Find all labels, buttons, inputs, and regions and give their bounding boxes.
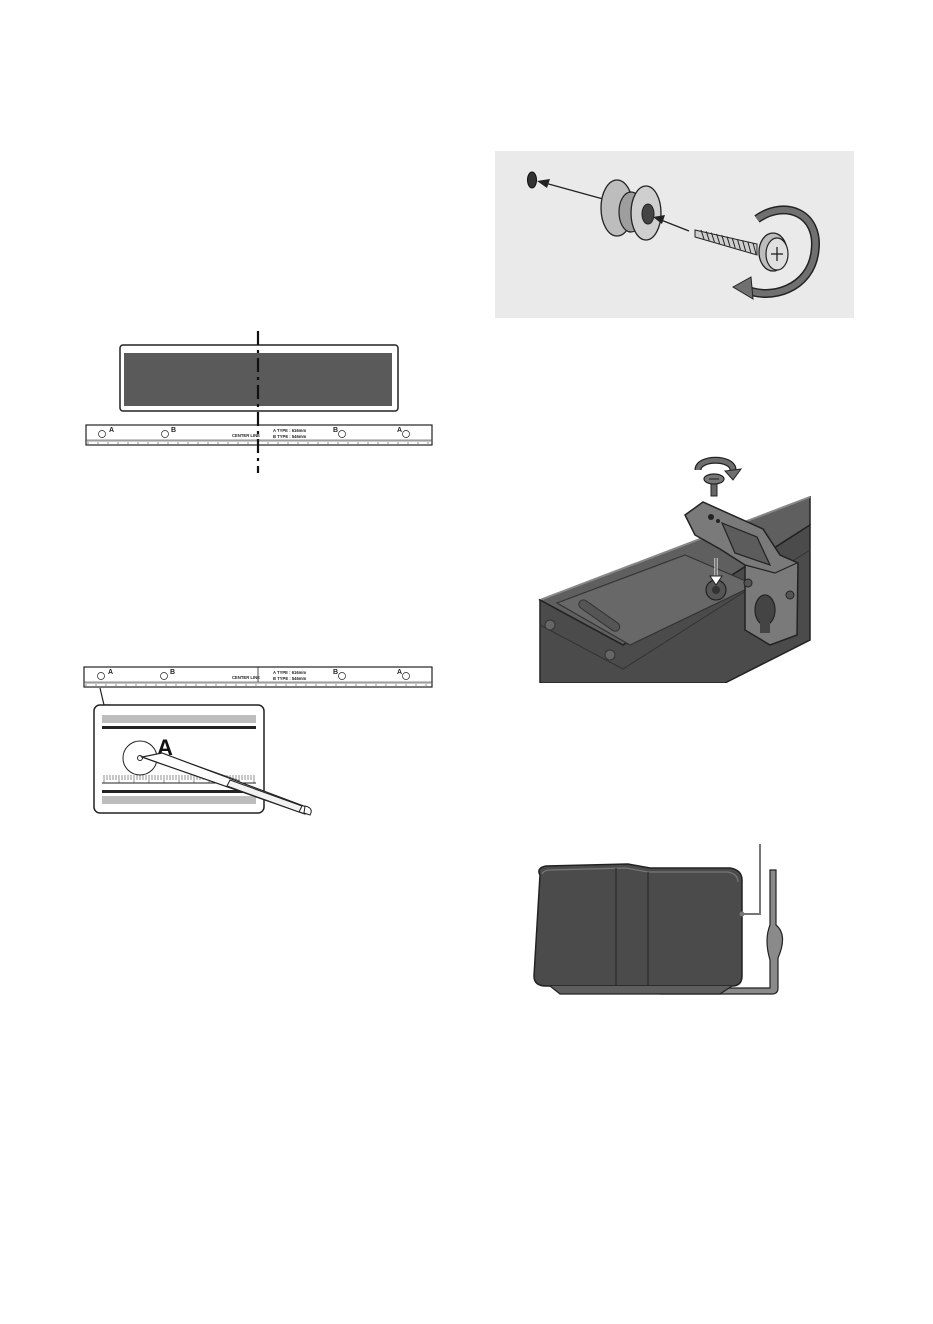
soundbar-side	[534, 864, 742, 994]
guide-mark-b-left: B	[171, 427, 176, 434]
guide2-center-line-label: CENTER LINE	[232, 675, 260, 680]
wall-mount-guide-2: A B CENTER LINE A TYPE : 616mm B TYPE : …	[84, 667, 432, 687]
guide-center-line-label: CENTER LINE	[232, 433, 260, 438]
screw-icon	[704, 474, 724, 496]
wall-hole	[528, 172, 537, 188]
guide2-mark-b-left: B	[170, 669, 175, 676]
fig-side-view-mounted	[520, 840, 800, 1000]
guide2-a-type: A TYPE : 616mm	[273, 670, 306, 675]
guide2-mark-a-left: A	[108, 669, 113, 676]
spacer-icon	[601, 180, 661, 240]
guide-mark-a-right: A	[397, 427, 402, 434]
guide2-mark-b-right: B	[333, 669, 338, 676]
callout-line	[744, 844, 760, 914]
guide-a-type: A TYPE : 616mm	[273, 428, 306, 433]
fig-bracket-attach	[535, 445, 835, 685]
guide-b-type: B TYPE : 546mm	[273, 434, 307, 439]
guide-mark-b-right: B	[333, 427, 338, 434]
screw-icon	[695, 230, 788, 271]
insert-arrow-icon	[537, 179, 603, 199]
zoom-callout: A	[94, 688, 264, 813]
guide-mark-a-left: A	[109, 427, 114, 434]
guide2-b-type: B TYPE : 546mm	[273, 676, 307, 681]
guide2-mark-a-right: A	[397, 669, 402, 676]
fig-center-line-guide: A B CENTER LINE A TYPE : 616mm B TYPE : …	[80, 325, 440, 480]
fig-screw-spacer	[495, 151, 854, 318]
fig-mark-guide-points: A B CENTER LINE A TYPE : 616mm B TYPE : …	[80, 662, 440, 822]
